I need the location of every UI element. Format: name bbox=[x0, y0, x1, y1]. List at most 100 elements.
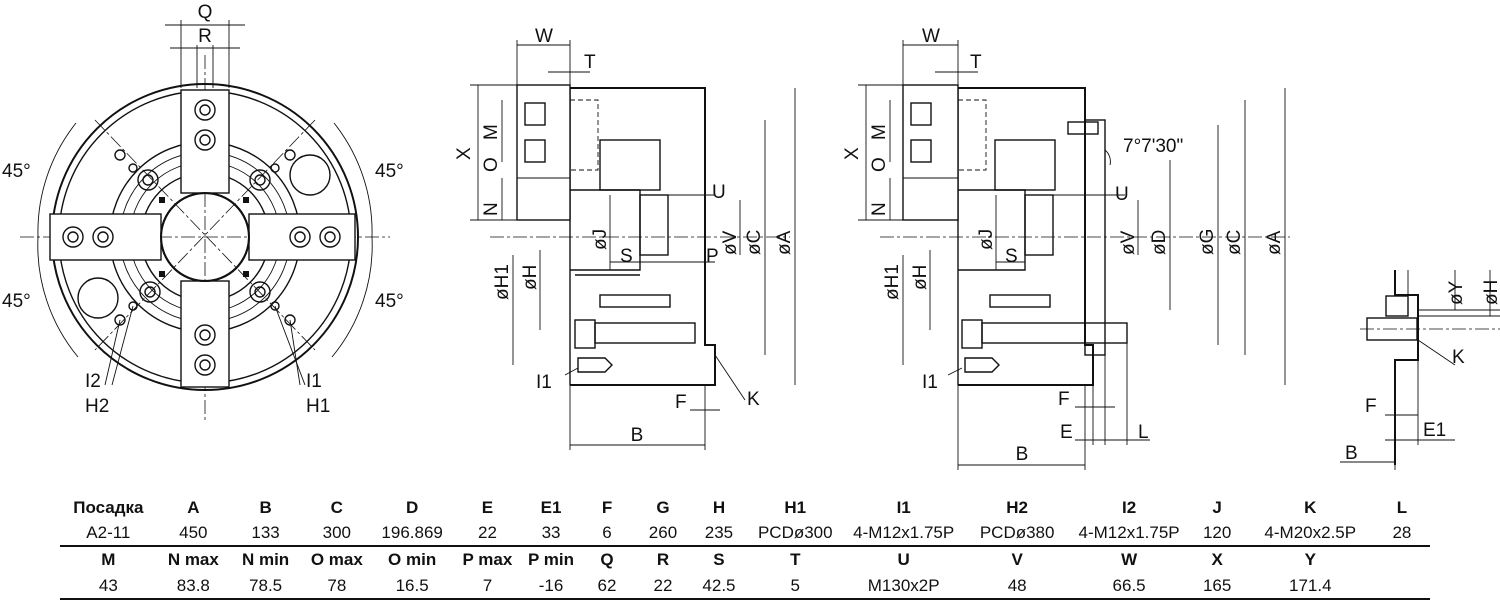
header-cell: H2 bbox=[1006, 497, 1029, 517]
header-cell: E1 bbox=[540, 497, 562, 517]
dim-n-label: N bbox=[481, 202, 502, 216]
dim-f-label: F bbox=[675, 392, 687, 413]
header-cell: P min bbox=[528, 550, 575, 569]
header-cell: P max bbox=[462, 550, 513, 569]
front-view: Q R 45° 45° 45° 45° I2 H2 I1 H1 bbox=[2, 2, 404, 420]
header-cell: G bbox=[656, 497, 670, 517]
i2-label: I2 bbox=[85, 371, 101, 392]
table-cell: 33 bbox=[523, 520, 580, 547]
dim-t-label: T bbox=[584, 52, 596, 73]
dim-e1-label: E1 bbox=[1423, 420, 1446, 441]
dim-i1-label: I1 bbox=[536, 372, 552, 393]
dim-v-label: øV bbox=[720, 230, 741, 255]
table-cell: 165 bbox=[1187, 573, 1247, 600]
table-cell: 22 bbox=[451, 520, 524, 547]
header-cell: Q bbox=[600, 550, 614, 569]
dim-i1-label: I1 bbox=[922, 372, 938, 393]
table-cell: 28 bbox=[1373, 520, 1430, 547]
header-cell bbox=[1374, 546, 1430, 573]
dim-c-label: øC bbox=[744, 230, 765, 255]
header-cell: R bbox=[656, 550, 670, 569]
header-cell: H bbox=[712, 497, 726, 517]
detail-view: øY øH K F E1 B bbox=[1340, 270, 1500, 470]
table-cell: 4-M12x1.75P bbox=[843, 520, 964, 547]
header-cell: T bbox=[790, 550, 801, 569]
header-cell: V bbox=[1011, 550, 1023, 569]
header-cell: J bbox=[1212, 497, 1222, 517]
dim-m-label: M bbox=[869, 124, 890, 140]
dim-d-label: øD bbox=[1149, 230, 1170, 255]
technical-drawing: Q R 45° 45° 45° 45° I2 H2 I1 H1 bbox=[2, 2, 1500, 470]
table-cell: 42.5 bbox=[690, 573, 747, 600]
dim-a-label: øA bbox=[774, 230, 795, 255]
dim-r-label: R bbox=[198, 26, 212, 47]
dim-x-label: X bbox=[842, 147, 863, 160]
dim-s-label: S bbox=[1005, 246, 1018, 267]
header-cell: H1 bbox=[784, 497, 807, 517]
dim-f-label: F bbox=[1365, 396, 1377, 417]
table-cell: A2-11 bbox=[60, 520, 157, 547]
table-cell: 260 bbox=[635, 520, 691, 547]
table-cell: 171.4 bbox=[1246, 573, 1374, 600]
table-cell: 7 bbox=[451, 573, 524, 600]
dim-e-label: E bbox=[1060, 422, 1073, 443]
angle-label-bottom-left: 45° bbox=[2, 291, 31, 312]
angle-label: 7°7'30" bbox=[1123, 136, 1183, 157]
header-cell: X bbox=[1211, 550, 1223, 569]
header-cell: I1 bbox=[896, 497, 911, 517]
header-cell: O min bbox=[388, 550, 437, 569]
table-cell: 120 bbox=[1187, 520, 1247, 547]
dim-w-label: W bbox=[535, 26, 553, 47]
angle-label-top-right: 45° bbox=[375, 161, 404, 182]
header-cell: L bbox=[1396, 497, 1408, 517]
dim-o-label: O bbox=[481, 157, 502, 172]
header-cell: K bbox=[1304, 497, 1317, 517]
table-cell: 6 bbox=[579, 520, 635, 547]
dim-s-label: S bbox=[620, 246, 633, 267]
header-cell: Посадка bbox=[73, 497, 144, 517]
table-cell: 83.8 bbox=[156, 573, 230, 600]
table-cell: 235 bbox=[690, 520, 747, 547]
table-cell: 4-M12x1.75P bbox=[1070, 520, 1188, 547]
side-view-2: W T X M O N 7°7'30" U øJ øV øD øG øC øA … bbox=[842, 26, 1290, 470]
table-cell: 450 bbox=[156, 520, 230, 547]
table-cell: 4-M20x2.5P bbox=[1246, 520, 1374, 547]
header-cell: A bbox=[187, 497, 200, 517]
dim-j-label: øJ bbox=[590, 229, 611, 250]
table-row-1: A2-11 450 133 300 196.869 22 33 6 260 23… bbox=[60, 520, 1430, 547]
dim-o-label: O bbox=[869, 157, 890, 172]
dim-u-label: U bbox=[1115, 184, 1129, 205]
dim-w-label: W bbox=[922, 26, 940, 47]
table-cell: 22 bbox=[635, 573, 691, 600]
dim-b-label: B bbox=[631, 425, 644, 446]
table-cell: 48 bbox=[963, 573, 1071, 600]
dim-h1-label: øH1 bbox=[882, 264, 903, 300]
dim-l-label: L bbox=[1138, 422, 1149, 443]
header-cell: F bbox=[601, 497, 613, 517]
table-cell: 5 bbox=[746, 573, 844, 600]
side-view-1: W T X M O N U øJ øV øC øA S P øH1 øH I1 … bbox=[454, 26, 796, 450]
header-cell: O max bbox=[310, 550, 363, 569]
dim-n-label: N bbox=[869, 202, 890, 216]
angle-label-bottom-right: 45° bbox=[375, 291, 404, 312]
header-cell: S bbox=[713, 550, 725, 569]
dim-u-label: U bbox=[712, 182, 726, 203]
table-cell: 62 bbox=[579, 573, 635, 600]
table-cell: 78 bbox=[301, 573, 373, 600]
table-cell: PCDø300 bbox=[746, 520, 844, 547]
dim-g-label: øG bbox=[1197, 229, 1218, 255]
header-cell: W bbox=[1121, 550, 1138, 569]
dim-t-label: T bbox=[970, 52, 982, 73]
dim-p-label: P bbox=[706, 246, 719, 267]
header-cell: Y bbox=[1304, 550, 1316, 569]
table-cell: 133 bbox=[229, 520, 302, 547]
dim-k-label: K bbox=[1452, 347, 1465, 368]
angle-label-top-left: 45° bbox=[2, 161, 31, 182]
dim-v-label: øV bbox=[1118, 230, 1139, 255]
dim-b-label: B bbox=[1345, 443, 1358, 464]
specifications-table: Посадка A B C D E E1 F G H H1 I1 H2 I2 J… bbox=[60, 495, 1430, 600]
table-cell: 78.5 bbox=[229, 573, 302, 600]
dim-x-label: X bbox=[454, 147, 475, 160]
table-cell: 16.5 bbox=[372, 573, 452, 600]
dim-j-label: øJ bbox=[976, 229, 997, 250]
